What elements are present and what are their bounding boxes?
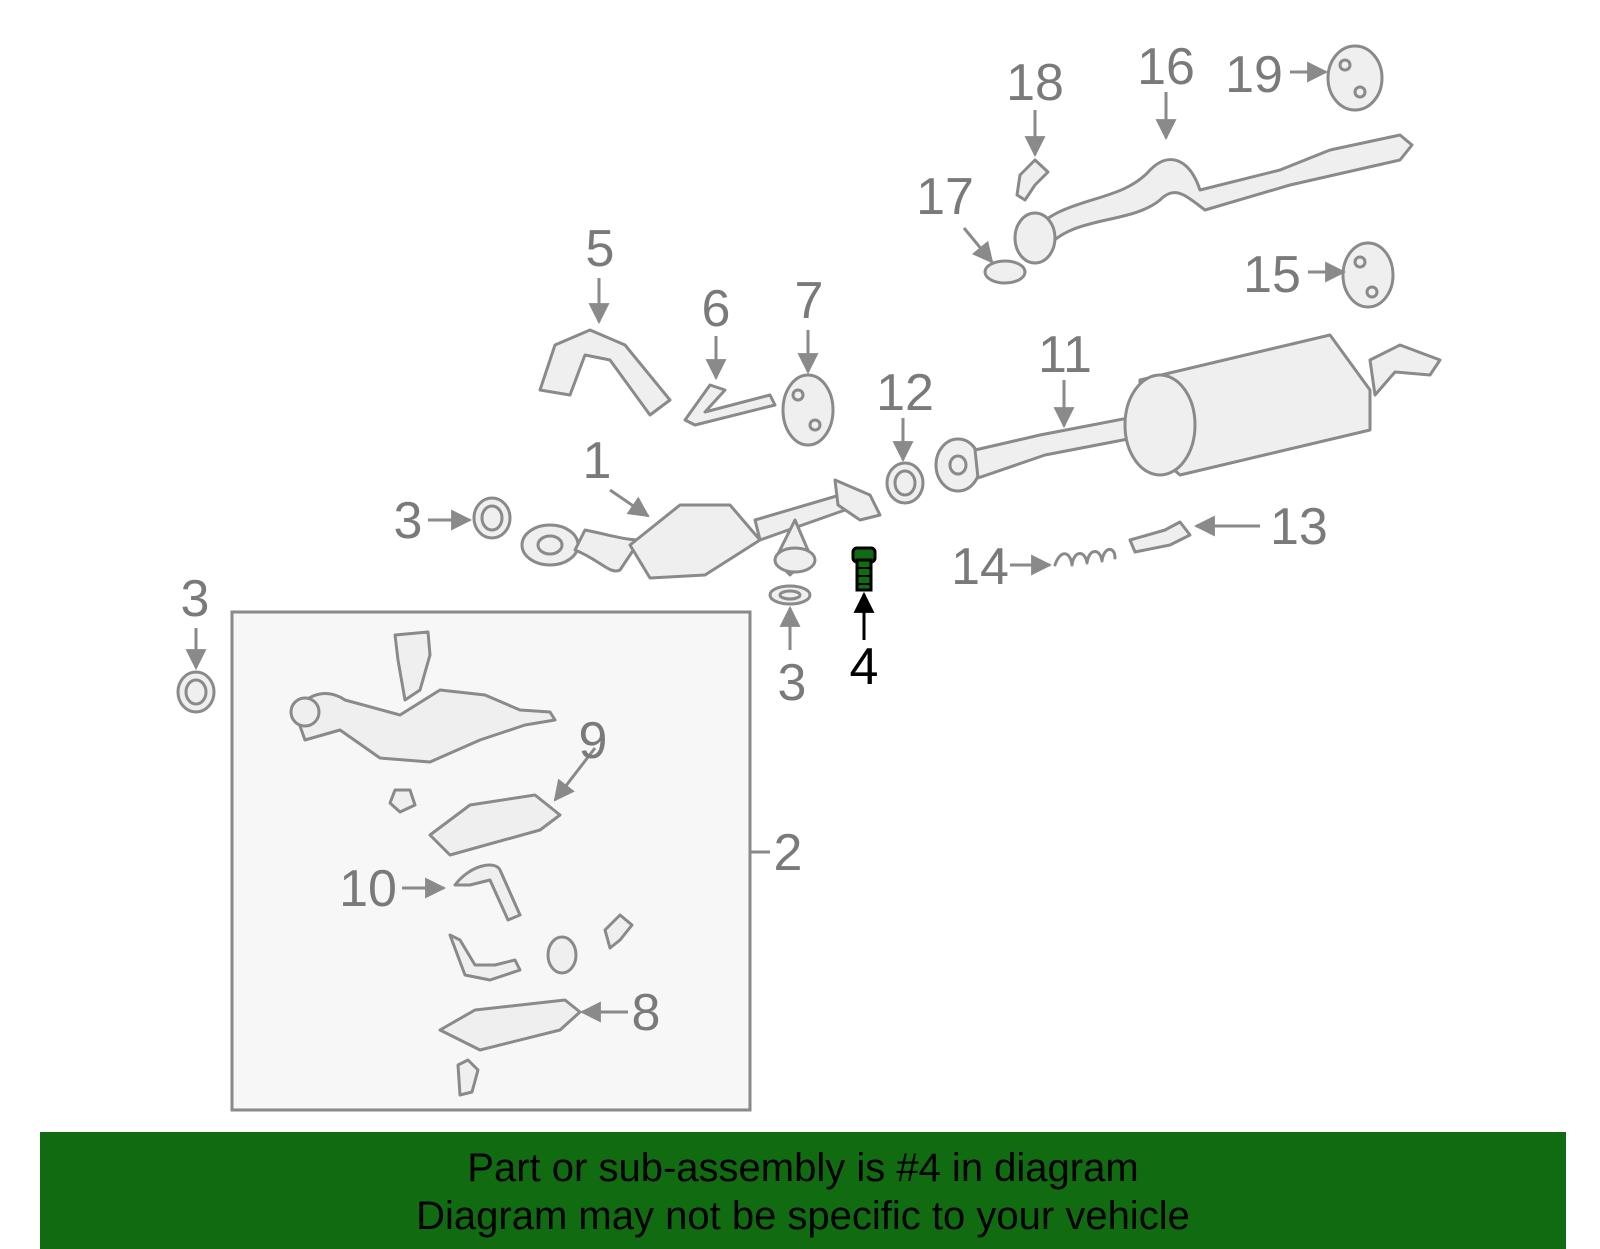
- sub-assembly-components: [289, 630, 634, 1097]
- bolt-13-part: [1128, 520, 1192, 554]
- bolt-part-highlighted: [851, 546, 877, 592]
- callout-13[interactable]: 13: [1270, 498, 1328, 556]
- callout-7[interactable]: 7: [795, 272, 824, 330]
- callout-9[interactable]: 9: [579, 712, 608, 770]
- spring-14-part: [1053, 547, 1117, 567]
- callout-3-a[interactable]: 3: [394, 492, 423, 550]
- hanger-19-part: [1326, 44, 1384, 112]
- callout-1[interactable]: 1: [583, 432, 612, 490]
- callout-14[interactable]: 14: [951, 538, 1009, 596]
- hanger-15-part: [1341, 241, 1395, 309]
- callout-5[interactable]: 5: [586, 220, 615, 278]
- callout-3-c[interactable]: 3: [778, 654, 807, 712]
- banner-line-2: Diagram may not be specific to your vehi…: [416, 1194, 1190, 1238]
- callout-2[interactable]: 2: [774, 824, 803, 882]
- gasket-part: [176, 496, 812, 714]
- tail-pipe-flange: [1013, 211, 1057, 265]
- ring-gasket-part: [885, 461, 925, 505]
- callout-11[interactable]: 11: [1038, 326, 1092, 384]
- gasket-17-part: [983, 259, 1027, 285]
- banner-line-1: Part or sub-assembly is #4 in diagram: [467, 1146, 1139, 1190]
- bracket-part: [538, 328, 672, 417]
- info-banner: Part or sub-assembly is #4 in diagram Di…: [40, 1132, 1566, 1249]
- callout-4[interactable]: 4: [850, 638, 879, 696]
- callout-6[interactable]: 6: [702, 280, 731, 338]
- callout-17[interactable]: 17: [916, 168, 974, 226]
- leader-arrows: [185, 61, 1347, 1023]
- callout-16[interactable]: 16: [1137, 38, 1195, 96]
- hanger-bracket-part: [683, 383, 777, 427]
- bolt-18-part: [1015, 158, 1050, 202]
- callout-15[interactable]: 15: [1243, 246, 1301, 304]
- front-pipe-part: [520, 478, 882, 580]
- muffler-part: [934, 333, 1442, 493]
- callout-18[interactable]: 18: [1006, 54, 1064, 112]
- callout-8[interactable]: 8: [632, 984, 661, 1042]
- callout-19[interactable]: 19: [1225, 46, 1283, 104]
- tail-pipe-part: [1028, 133, 1414, 252]
- hanger-part: [781, 373, 835, 447]
- callout-3-b[interactable]: 3: [181, 570, 210, 628]
- callout-10[interactable]: 10: [339, 860, 397, 918]
- callout-12[interactable]: 12: [876, 364, 934, 422]
